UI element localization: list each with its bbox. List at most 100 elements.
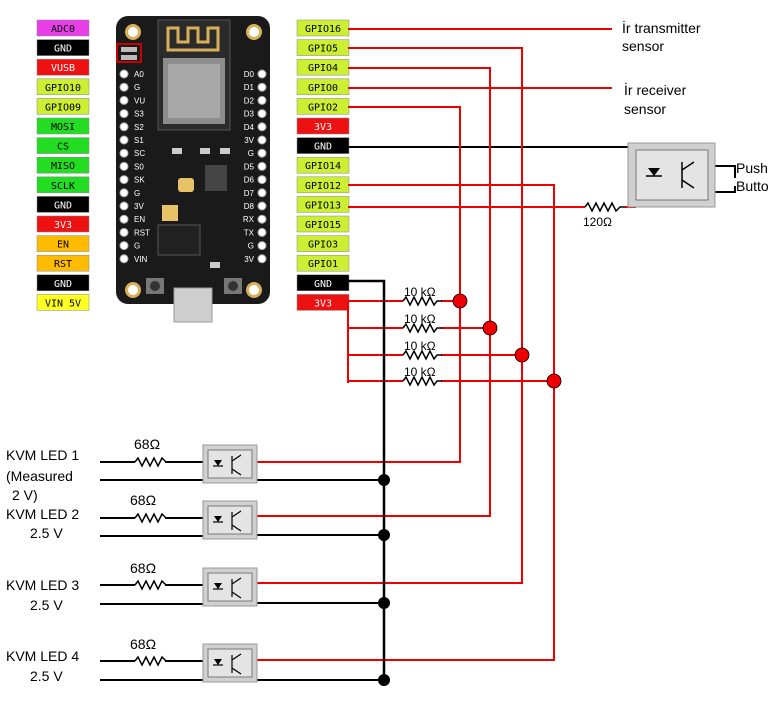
resistor-120-label: 120Ω bbox=[583, 215, 612, 229]
left-pin-label: GPIO10 bbox=[36, 78, 90, 96]
kvm-resistor-label-2: 68Ω bbox=[130, 492, 156, 508]
pin-hole bbox=[257, 95, 267, 105]
left-pin-label: SCLK bbox=[36, 176, 90, 194]
kvm-led-4-label: KVM LED 4 bbox=[6, 648, 79, 664]
left-pin-text: 3V3 bbox=[54, 220, 72, 231]
ir-receiver-label-2: sensor bbox=[624, 101, 666, 117]
board-pin-label: D8 bbox=[244, 202, 255, 211]
board-pin-label: S3 bbox=[134, 110, 144, 119]
left-pin-label: CS bbox=[36, 137, 90, 154]
right-pin-label: GPIO16 bbox=[296, 19, 350, 37]
left-pin-label: EN bbox=[36, 235, 90, 252]
kvm-resistor-label-4: 68Ω bbox=[130, 636, 156, 652]
board-pin-label: D6 bbox=[244, 176, 255, 185]
ir-transmitter-label: İr transmitter bbox=[622, 19, 701, 36]
pin-hole bbox=[119, 201, 129, 211]
left-pin-text: GPIO09 bbox=[45, 102, 81, 113]
kvm-led-1-label: KVM LED 1 bbox=[6, 447, 79, 463]
left-pin-label: ADC0 bbox=[36, 19, 90, 37]
pin-hole bbox=[257, 241, 267, 251]
kvm-optocoupler bbox=[202, 444, 258, 484]
pullup-label-3: 10 kΩ bbox=[404, 339, 436, 353]
left-pin-text: GPIO10 bbox=[45, 83, 81, 94]
right-pin-text: GPIO1 bbox=[308, 259, 338, 270]
kvm-led-1-label-2: (Measured bbox=[6, 468, 73, 484]
left-pin-label: GND bbox=[36, 39, 90, 56]
wire-3v3-bus bbox=[347, 300, 403, 383]
pin-hole bbox=[119, 188, 129, 198]
right-pin-text: GPIO16 bbox=[305, 24, 341, 35]
left-pin-text: GND bbox=[54, 279, 72, 290]
nodemcu-board bbox=[116, 16, 270, 323]
right-pin-text: GPIO12 bbox=[305, 181, 341, 192]
right-pin-label: GPIO0 bbox=[296, 78, 350, 96]
pin-hole bbox=[119, 95, 129, 105]
pin-hole bbox=[119, 214, 129, 224]
board-pin-label: 3V bbox=[244, 255, 254, 264]
board-pin-label: RX bbox=[243, 215, 255, 224]
wire-gpio2-led1 bbox=[256, 106, 461, 463]
kvm-resistor-label-1: 68Ω bbox=[134, 436, 160, 452]
board-pin-label: A0 bbox=[134, 70, 144, 79]
kvm-optocouplers bbox=[202, 444, 258, 683]
right-pin-label: GPIO4 bbox=[296, 58, 350, 76]
left-pin-text: MISO bbox=[51, 161, 75, 172]
right-pin-text: GND bbox=[314, 279, 332, 290]
board-pin-label: G bbox=[248, 149, 254, 158]
board-pin-label: SK bbox=[134, 176, 145, 185]
board-pin-label: D0 bbox=[244, 70, 255, 79]
pin-hole bbox=[257, 201, 267, 211]
kvm-led-1-label-3: 2 V) bbox=[12, 487, 38, 503]
pin-hole bbox=[257, 227, 267, 237]
left-pin-label: GPIO09 bbox=[36, 98, 90, 115]
right-pin-label: GND bbox=[296, 274, 350, 292]
left-pin-label: MISO bbox=[36, 156, 90, 174]
resistor-pullup-4 bbox=[402, 375, 442, 387]
right-pin-label: 3V3 bbox=[296, 294, 350, 311]
pin-hole bbox=[119, 148, 129, 158]
board-pin-label: EN bbox=[134, 215, 145, 224]
right-pin-text: GPIO4 bbox=[308, 63, 338, 74]
pin-hole bbox=[119, 69, 129, 79]
kvm-optocoupler bbox=[202, 643, 258, 683]
pin-hole bbox=[119, 254, 129, 264]
right-pin-text: GPIO5 bbox=[308, 44, 338, 55]
right-pin-label: GPIO12 bbox=[296, 176, 350, 194]
left-pin-text: VIN 5V bbox=[45, 298, 81, 309]
pin-hole bbox=[119, 135, 129, 145]
pin-hole bbox=[119, 82, 129, 92]
kvm-led-3-label: KVM LED 3 bbox=[6, 577, 79, 593]
left-pin-text: SCLK bbox=[51, 181, 75, 192]
wire-gpio5-led3 bbox=[256, 47, 523, 584]
right-pin-text: 3V3 bbox=[314, 122, 332, 133]
left-pin-text: CS bbox=[57, 142, 69, 153]
resistor-kvm-3 bbox=[134, 579, 167, 591]
right-pin-text: GPIO3 bbox=[308, 240, 338, 251]
left-pin-label: GND bbox=[36, 274, 90, 292]
left-pin-text: MOSI bbox=[51, 122, 75, 133]
pullup-label-1: 10 kΩ bbox=[404, 285, 436, 299]
right-pin-label: GPIO15 bbox=[296, 215, 350, 233]
right-pin-label: GPIO5 bbox=[296, 39, 350, 56]
left-pin-text: RST bbox=[54, 259, 72, 270]
resistor-kvm-1 bbox=[134, 456, 167, 468]
board-pin-label: VU bbox=[134, 96, 145, 105]
wire-gpio12-led4 bbox=[256, 184, 555, 661]
pin-hole bbox=[257, 254, 267, 264]
resistor-kvm-4 bbox=[134, 655, 167, 667]
left-pin-label: MOSI bbox=[36, 117, 90, 135]
pin-hole bbox=[119, 109, 129, 119]
board-pin-label: D1 bbox=[244, 83, 255, 92]
pin-hole bbox=[257, 135, 267, 145]
resistor-pullup-1 bbox=[402, 295, 442, 307]
left-pin-text: VUSB bbox=[51, 63, 75, 74]
right-pin-text: GPIO14 bbox=[305, 161, 341, 172]
right-pin-text: GPIO2 bbox=[308, 102, 338, 113]
pullup-label-2: 10 kΩ bbox=[404, 312, 436, 326]
board-pin-label: G bbox=[134, 242, 140, 251]
junctions bbox=[378, 293, 562, 686]
board-pin-label: S0 bbox=[134, 162, 144, 171]
right-pin-label: GPIO14 bbox=[296, 156, 350, 174]
pin-hole bbox=[119, 161, 129, 171]
kvm-led-2-label-2: 2.5 V bbox=[30, 525, 63, 541]
